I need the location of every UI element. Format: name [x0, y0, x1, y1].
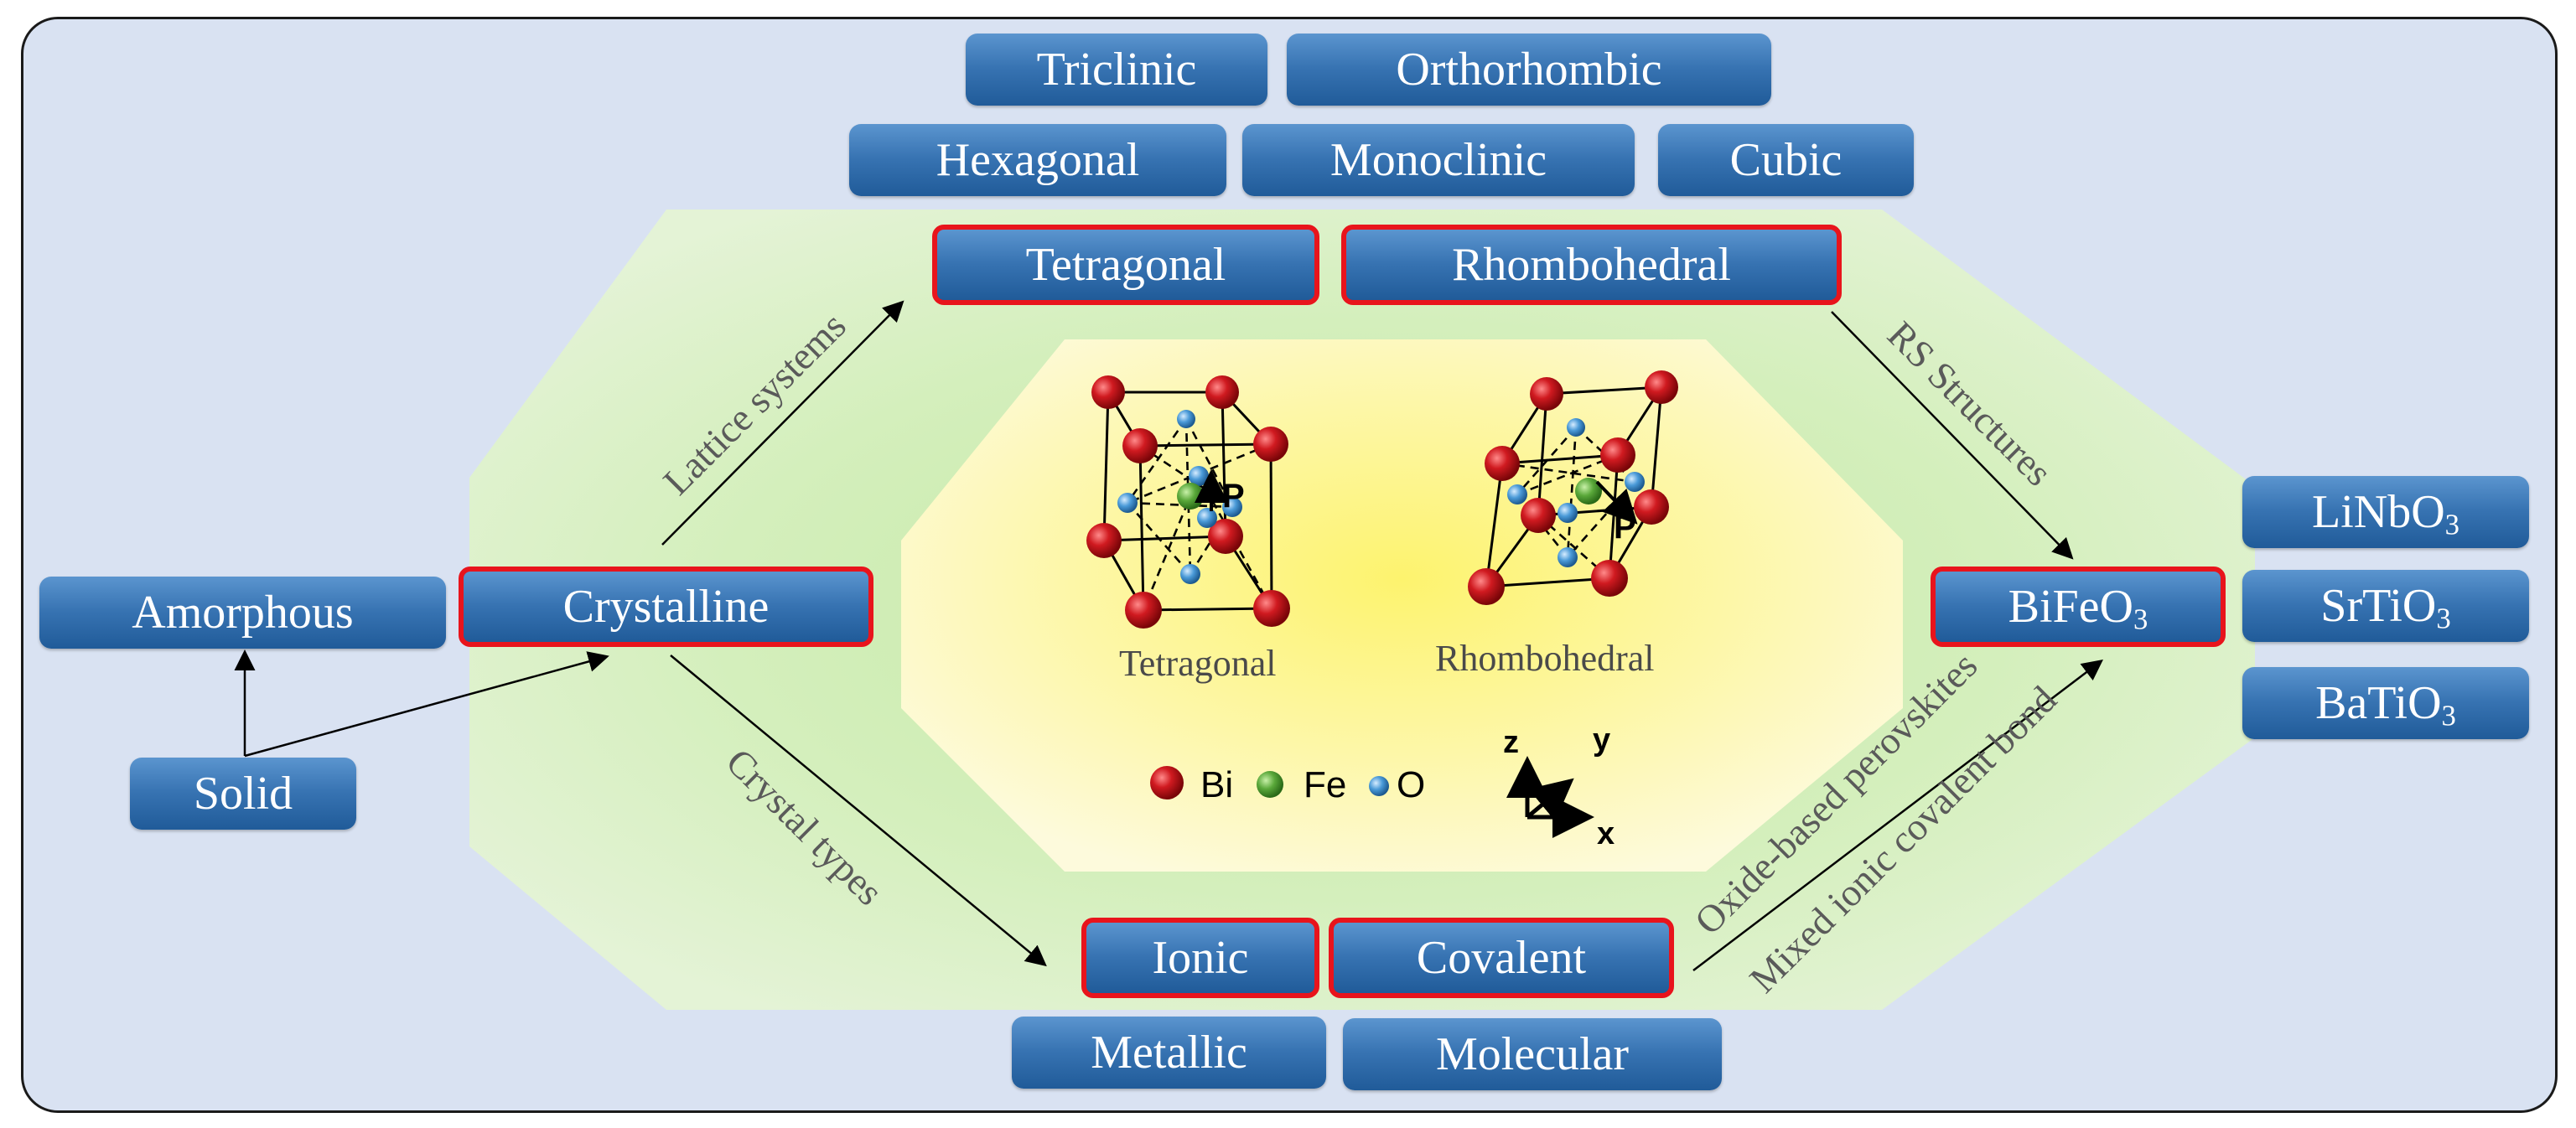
bifeo3-elem: O	[2099, 581, 2133, 633]
bifeo3-box: BiFeO3	[1931, 567, 2226, 647]
triclinic-box: Triclinic	[966, 34, 1267, 106]
arrow-crystalline-to-tetragonal	[661, 300, 904, 546]
bifeo3-base: BiFe	[2008, 581, 2100, 633]
molecular-box: Molecular	[1343, 1018, 1722, 1090]
axis-z-label: z	[1503, 725, 1519, 760]
linbo3-elem: O	[2411, 486, 2445, 538]
tetragonal-atoms	[1086, 375, 1290, 629]
legend-fe-label: Fe	[1304, 764, 1347, 805]
axis-x-label: x	[1597, 816, 1615, 851]
arrow-rhombohedral-to-bifeo3	[1831, 311, 2074, 560]
legend-bi-label: Bi	[1200, 764, 1234, 805]
ionic-box: Ionic	[1081, 918, 1319, 998]
xyz-axes-icon	[1506, 756, 1594, 838]
batio3-sub: 3	[2441, 699, 2456, 732]
rhombohedral-polarization-arrow	[1595, 480, 1638, 525]
batio3-base: BaTi	[2315, 677, 2408, 729]
srtio3-base: SrTi	[2320, 580, 2402, 632]
tetragonal-box: Tetragonal	[932, 225, 1319, 305]
bifeo3-sub: 3	[2133, 603, 2148, 636]
srtio3-elem: O	[2402, 580, 2437, 632]
srtio3-sub: 3	[2436, 602, 2451, 635]
cubic-box: Cubic	[1658, 124, 1914, 196]
hexagonal-box: Hexagonal	[849, 124, 1226, 196]
linbo3-box: LiNbO3	[2242, 476, 2529, 548]
linbo3-base: LiNb	[2311, 486, 2412, 538]
fe-sphere-icon	[1257, 771, 1283, 798]
yellow-octagon-zone	[901, 339, 1903, 872]
covalent-box: Covalent	[1329, 918, 1674, 998]
tetragonal-structure-label: Tetragonal	[1119, 643, 1277, 684]
batio3-elem: O	[2408, 677, 2442, 729]
metallic-box: Metallic	[1012, 1017, 1326, 1089]
rhombohedral-structure-label: Rhombohedral	[1435, 638, 1655, 679]
axis-y-label: y	[1593, 722, 1610, 758]
solid-box: Solid	[130, 758, 356, 830]
legend-o-label: O	[1397, 764, 1426, 805]
o-sphere-icon	[1369, 776, 1389, 796]
amorphous-box: Amorphous	[39, 577, 446, 649]
rhombohedral-box: Rhombohedral	[1341, 225, 1842, 305]
arrow-solid-to-crystalline	[244, 651, 609, 758]
rhombohedral-p-symbol: P	[1614, 509, 1636, 546]
crystalline-box: Crystalline	[459, 567, 873, 647]
monoclinic-box: Monoclinic	[1242, 124, 1635, 196]
tetragonal-p-symbol: P	[1222, 478, 1245, 515]
arrow-covalent-to-bifeo3	[1692, 659, 2103, 971]
orthorhombic-box: Orthorhombic	[1287, 34, 1771, 106]
arrow-crystalline-to-ionic	[670, 655, 1047, 967]
linbo3-sub: 3	[2444, 508, 2460, 541]
rhombohedral-atoms	[1468, 370, 1678, 605]
srtio3-box: SrTiO3	[2242, 570, 2529, 642]
batio3-box: BaTiO3	[2242, 667, 2529, 739]
bi-sphere-icon	[1150, 766, 1184, 799]
